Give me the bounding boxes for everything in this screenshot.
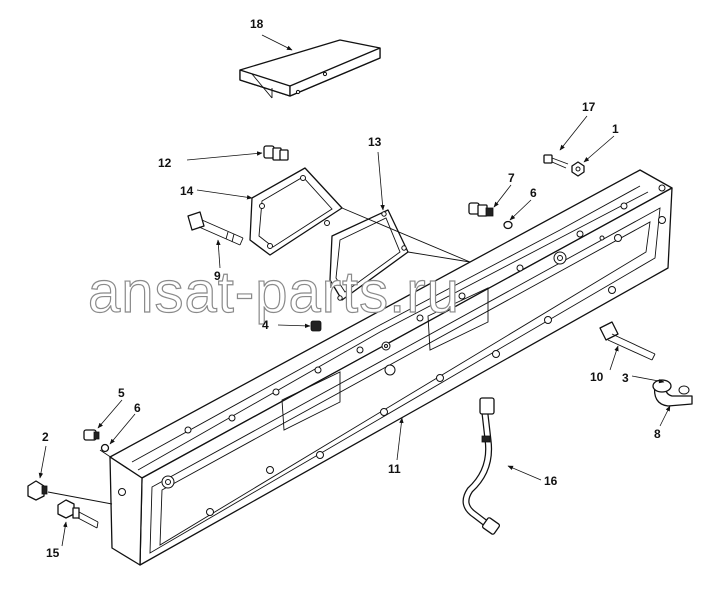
watermark-text: ansat-parts.ru bbox=[88, 260, 460, 325]
clamp-part bbox=[652, 379, 693, 407]
callout-labels: 1 2 3 4 5 6 6 7 8 9 10 11 12 13 14 15 16… bbox=[42, 17, 661, 560]
leader-lines bbox=[38, 34, 671, 547]
screw-17-part bbox=[543, 154, 569, 169]
callout-8: 8 bbox=[654, 427, 661, 441]
callout-5: 5 bbox=[118, 386, 125, 400]
callout-18: 18 bbox=[250, 17, 264, 31]
main-housing-part bbox=[109, 169, 673, 566]
callout-4: 4 bbox=[262, 318, 269, 332]
seal-6-lower-part bbox=[100, 443, 110, 453]
callout-12: 12 bbox=[158, 156, 172, 170]
callout-10: 10 bbox=[590, 370, 604, 384]
fitting-7-part bbox=[468, 202, 494, 217]
callout-6-upper: 6 bbox=[530, 186, 537, 200]
bolt-9-part bbox=[187, 211, 244, 246]
callout-14: 14 bbox=[180, 184, 194, 198]
callout-1: 1 bbox=[612, 122, 619, 136]
bolt-10-part bbox=[599, 321, 656, 361]
plug-4-part bbox=[310, 320, 322, 332]
callout-16: 16 bbox=[544, 474, 558, 488]
bolt-15-part bbox=[57, 499, 99, 529]
bracket-plate-part bbox=[239, 39, 381, 99]
gasket-part bbox=[329, 209, 409, 301]
plug-5-part bbox=[83, 429, 100, 441]
plug-2-part bbox=[27, 480, 48, 501]
seal-6-upper-part bbox=[503, 220, 513, 230]
callout-6-lower: 6 bbox=[134, 401, 141, 415]
tube-part bbox=[462, 397, 501, 535]
callout-9: 9 bbox=[214, 269, 221, 283]
nut-1-part bbox=[571, 161, 585, 177]
cover-plate-part bbox=[249, 167, 343, 256]
callout-11: 11 bbox=[388, 462, 401, 476]
fitting-12-part bbox=[263, 145, 289, 161]
callout-2: 2 bbox=[42, 430, 49, 444]
callout-3: 3 bbox=[622, 371, 629, 385]
callout-17: 17 bbox=[582, 100, 596, 114]
callout-7: 7 bbox=[508, 171, 515, 185]
callout-13: 13 bbox=[368, 135, 382, 149]
callout-15: 15 bbox=[46, 546, 60, 560]
